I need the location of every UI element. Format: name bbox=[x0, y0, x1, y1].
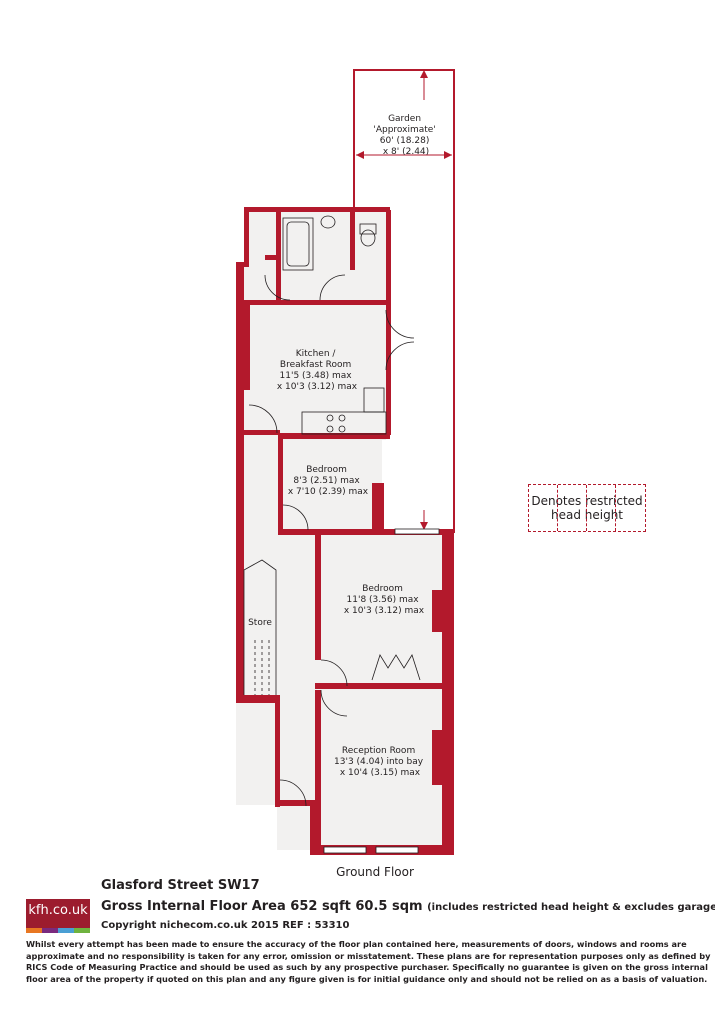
kitchen-label: Kitchen / Breakfast Room 11'5 (3.48) max… bbox=[277, 349, 358, 392]
floor-label: Ground Floor bbox=[336, 865, 414, 879]
copyright: Copyright nichecom.co.uk 2015 REF : 5331… bbox=[101, 920, 350, 931]
bath bbox=[282, 217, 314, 271]
sink bbox=[363, 387, 385, 413]
bedroom-large-label: Bedroom 11'8 (3.56) max x 10'3 (3.12) ma… bbox=[344, 584, 425, 616]
area-main: Gross Internal Floor Area 652 sqft 60.5 … bbox=[101, 899, 423, 914]
floor-area-text: Gross Internal Floor Area 652 sqft 60.5 … bbox=[101, 899, 715, 914]
property-title: Glasford Street SW17 bbox=[101, 878, 260, 893]
restricted-height-legend: Denotes restricted head height bbox=[528, 484, 646, 532]
toilet-cistern bbox=[359, 223, 377, 235]
floor-area bbox=[236, 210, 447, 850]
worktop bbox=[301, 411, 387, 435]
toilet bbox=[360, 229, 376, 247]
store-label: Store bbox=[248, 618, 272, 628]
garden-outline bbox=[353, 69, 455, 533]
french-doors bbox=[385, 309, 415, 371]
reception-label: Reception Room 13'3 (4.04) into bay x 10… bbox=[334, 746, 426, 778]
store-outline bbox=[243, 559, 277, 695]
legend-line-1: Denotes restricted bbox=[531, 494, 643, 508]
fixtures bbox=[243, 215, 440, 854]
garden-label: Garden 'Approximate' 60' (18.28) x 8' (2… bbox=[373, 114, 438, 157]
logo-text: kfh.co.uk bbox=[28, 903, 88, 918]
basin bbox=[320, 215, 336, 229]
area-note: (includes restricted head height & exclu… bbox=[427, 902, 715, 913]
door-swing bbox=[248, 404, 278, 434]
disclaimer: Whilst every attempt has been made to en… bbox=[26, 939, 711, 984]
bedroom-small-label: Bedroom 8'3 (2.51) max x 7'10 (2.39) max bbox=[288, 465, 369, 497]
legend-line-2: head height bbox=[550, 508, 624, 522]
kfh-logo: kfh.co.uk bbox=[26, 899, 90, 933]
wardrobe-doors bbox=[371, 654, 421, 681]
